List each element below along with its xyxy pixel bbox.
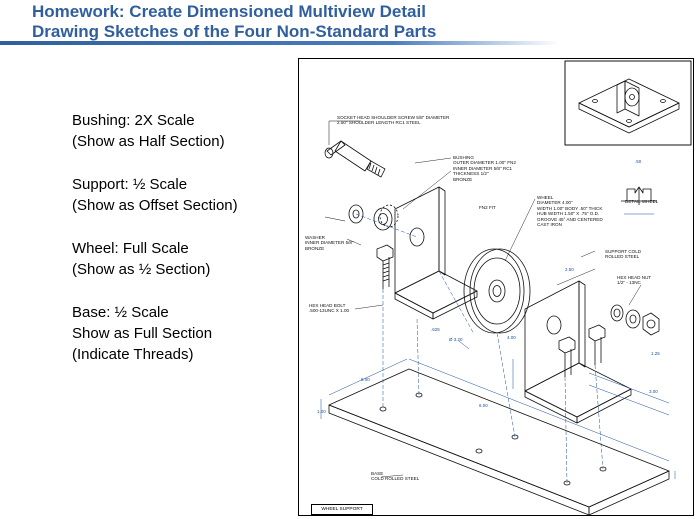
scale-notes: Bushing: 2X Scale (Show as Half Section)… [72,110,297,387]
note-base-line1: Base: ½ Scale [72,304,169,321]
title-underline [0,41,560,45]
dim-125: 1.25 [651,351,660,356]
note-support-line2: (Show as Offset Section) [72,197,238,214]
dim-050: .50 [635,159,642,164]
dim-600: 6.00 [479,403,488,408]
label-washer-line3: BRONZE [305,245,325,251]
label-washer-line1: WASHER [305,235,325,240]
assembly-illustration [320,60,692,516]
label-wheel: WHEEL DIAMETER 4.00" WIDTH 1.00" BODY .5… [537,195,603,227]
label-bushing-line2: OUTER DIAMETER 1.00" FN2 [453,160,516,166]
inset-frame [564,60,692,146]
shoulder-screw [324,140,386,178]
label-base-line2: COLD ROLLED STEEL [371,476,420,482]
label-bushing-line5: BRONZE [453,176,473,182]
note-support: Support: ½ Scale (Show as Offset Section… [72,174,297,216]
label-wheel-line3: WIDTH 1.00" BODY .50" THICK [537,205,603,211]
base-plate [328,368,670,516]
label-detail-wheel: DETAIL WHEEL [625,199,659,204]
washer [348,204,364,224]
hex-nuts [610,304,660,336]
label-bushing-line4: THICKNESS 1/2" [453,171,489,177]
hex-bolt-left [376,244,394,289]
label-base: BASE COLD ROLLED STEEL [371,471,419,482]
dim-500: 5.00 [361,377,370,382]
label-hex-bolt: HEX HEAD BOLT .500-13UNC X 1.00 [309,303,349,314]
centerlines [355,213,604,484]
detail-wheel-sketch [621,186,657,205]
label-hex-nut: HEX HEAD NUT 1/2" - 13NC [617,275,651,286]
label-base-line1: BASE [371,471,384,476]
dim-300: 3.00 [649,389,658,394]
label-wheel-line4: HUB WIDTH 1.50" X .75" O.D. [537,211,600,217]
label-hex-nut-line2: 1/2" - 13NC [617,280,641,286]
dim-100: 1.00 [317,409,326,414]
leader-lines [346,157,642,478]
bushing [373,204,399,231]
label-hex-bolt-line2: .500-13UNC X 1.00 [309,308,350,314]
assembly-drawing: SOCKET HEAD SHOULDER SCREW 5/8" DIAMETER… [298,58,694,516]
dim-250: 2.50 [565,267,574,272]
dim-400: 4.00 [507,335,516,340]
label-washer-line2: INNER DIAMETER 5/8" [305,240,354,246]
label-shoulder-screw: SOCKET HEAD SHOULDER SCREW 5/8" DIAMETER… [337,115,449,126]
label-screw-line2: 2.50" SHOULDER LENGTH RC1 STEEL [337,120,421,126]
label-hex-nut-line1: HEX HEAD NUT [617,275,652,280]
label-support: SUPPORT COLD ROLLED STEEL [605,249,641,260]
note-base-line3: (Indicate Threads) [72,346,194,363]
label-support-line2: ROLLED STEEL [605,254,640,260]
note-bushing-line1: Bushing: 2X Scale [72,112,195,129]
wheel [463,248,531,334]
label-hex-bolt-line1: HEX HEAD BOLT [309,303,346,308]
inset-assembly-icon [578,78,680,134]
slide-title: Homework: Create Dimensioned Multiview D… [32,2,692,42]
dim-dia-320: Ø 3.20 [449,337,463,342]
title-line-2: Drawing Sketches of the Four Non-Standar… [32,22,437,41]
title-block: WHEEL SUPPORT [311,504,373,515]
note-wheel-line2: (Show as ½ Section) [72,261,211,278]
label-washer: WASHER INNER DIAMETER 5/8" BRONZE [305,235,354,251]
support-right [524,280,632,424]
hex-bolt-right-1 [558,336,576,377]
label-bushing: BUSHING OUTER DIAMETER 1.00" FN2 INNER D… [453,155,516,182]
note-support-line1: Support: ½ Scale [72,176,188,193]
label-support-line1: SUPPORT COLD [605,249,642,254]
title-line-1: Homework: Create Dimensioned Multiview D… [32,2,426,21]
note-bushing: Bushing: 2X Scale (Show as Half Section) [72,110,297,152]
note-base-line2: Show as Full Section [72,325,213,342]
dim-625: .625 [431,327,440,332]
note-wheel-line1: Wheel: Full Scale [72,240,189,257]
note-bushing-line2: (Show as Half Section) [72,133,225,150]
label-wheel-line5: GROOVE 45° AND CENTERED [537,216,603,222]
label-screw-line1: SOCKET HEAD SHOULDER SCREW 5/8" DIAMETER [337,115,450,120]
label-wheel-line2: DIAMETER 4.00" [537,200,573,206]
note-wheel: Wheel: Full Scale (Show as ½ Section) [72,238,297,280]
label-bushing-line3: INNER DIAMETER 5/8" RC1 [453,165,513,171]
label-wheel-line6: CAST IRON [537,222,562,228]
dimension-lines [320,213,676,479]
label-bushing-line1: BUSHING [453,155,474,160]
label-fn2-fit: FN2 FIT [479,205,496,210]
label-wheel-line1: WHEEL [537,195,554,200]
note-base: Base: ½ Scale Show as Full Section (Indi… [72,302,297,365]
hex-bolt-right-2 [588,324,606,365]
